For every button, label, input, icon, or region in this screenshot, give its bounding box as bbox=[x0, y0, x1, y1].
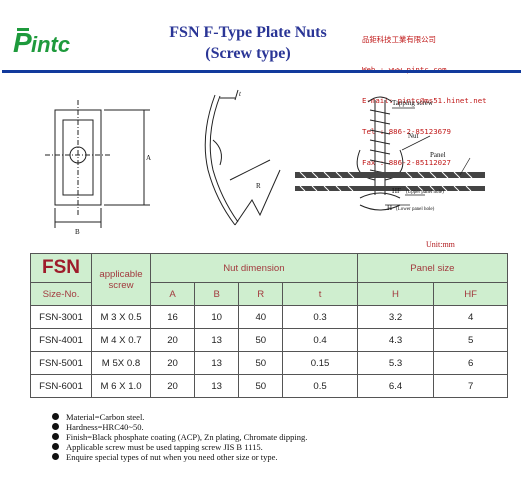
cell-a: 20 bbox=[149, 328, 196, 352]
table-row: FSN-6001 M 6 X 1.0 20 13 50 0.5 6.4 7 bbox=[30, 374, 508, 398]
unit-label: Unit:mm bbox=[426, 240, 455, 249]
cell-a: 20 bbox=[149, 351, 196, 375]
note-text: Material=Carbon steel. bbox=[66, 412, 145, 422]
side-view-drawing bbox=[204, 89, 281, 226]
company-web: Web : www.pintc.com bbox=[362, 65, 487, 75]
col-a-header: A bbox=[149, 282, 196, 306]
dim-label-a: A bbox=[146, 154, 151, 162]
cell-h: 5.3 bbox=[356, 351, 435, 375]
cell-hf: 5 bbox=[433, 328, 508, 352]
cell-b: 13 bbox=[194, 374, 240, 398]
technical-drawings: A B R t Tapping screw Nut Panel HF (Uppe… bbox=[45, 89, 485, 236]
pintc-logo: P intc bbox=[13, 27, 93, 58]
list-item: Material=Carbon steel. bbox=[52, 412, 307, 422]
col-h-header: H bbox=[356, 282, 435, 306]
cell-b: 10 bbox=[194, 305, 240, 329]
table-row: FSN-5001 M 5X 0.8 20 13 50 0.15 5.3 6 bbox=[30, 351, 508, 375]
col-hf-header: HF bbox=[433, 282, 508, 306]
dim-label-b: B bbox=[75, 228, 80, 236]
note-text: Hardness=HRC40~50. bbox=[66, 422, 144, 432]
cell-size-no: FSN-5001 bbox=[30, 351, 92, 375]
bullet-icon bbox=[52, 453, 59, 460]
cell-size-no: FSN-3001 bbox=[30, 305, 92, 329]
cell-t: 0.4 bbox=[282, 328, 358, 352]
panel-size-header: Panel size bbox=[356, 253, 509, 283]
col-b-header: B bbox=[194, 282, 240, 306]
cell-t: 0.5 bbox=[282, 374, 358, 398]
panel-hatch-lines bbox=[299, 171, 473, 192]
cell-r: 40 bbox=[238, 305, 284, 329]
cell-size-no: FSN-4001 bbox=[30, 328, 92, 352]
spec-table: FSN applicable screw Nut dimension Panel… bbox=[30, 253, 509, 398]
label-hf-note: (Upper panel hole) bbox=[406, 190, 444, 195]
screw-header: applicable screw bbox=[91, 253, 151, 306]
nut-dimension-header: Nut dimension bbox=[150, 253, 358, 283]
list-item: Applicable screw must be used tapping sc… bbox=[52, 442, 307, 452]
notes-list: Material=Carbon steel. Hardness=HRC40~50… bbox=[52, 412, 308, 462]
size-no-header: Size-No. bbox=[30, 282, 92, 306]
list-item: Hardness=HRC40~50. bbox=[52, 422, 307, 432]
cell-t: 0.15 bbox=[282, 351, 358, 375]
label-h: H bbox=[387, 204, 392, 212]
list-item: Enquire special types of nut when you ne… bbox=[52, 452, 307, 462]
cell-hf: 7 bbox=[433, 374, 508, 398]
cell-hf: 4 bbox=[433, 305, 508, 329]
table-row: FSN-3001 M 3 X 0.5 16 10 40 0.3 3.2 4 bbox=[30, 305, 508, 329]
front-view-drawing bbox=[45, 100, 150, 228]
col-t-header: t bbox=[282, 282, 358, 306]
label-panel: Panel bbox=[430, 151, 446, 159]
cell-screw: M 5X 0.8 bbox=[91, 351, 151, 375]
cell-h: 4.3 bbox=[356, 328, 435, 352]
label-h-note: (Lower panel hole) bbox=[396, 207, 435, 212]
note-text: Finish=Black phosphate coating (ACP), Zn… bbox=[66, 432, 308, 442]
cell-r: 50 bbox=[238, 351, 284, 375]
company-name: 品鉅科技工業有限公司 bbox=[362, 34, 436, 44]
cell-t: 0.3 bbox=[282, 305, 358, 329]
logo-glyph-p: P bbox=[13, 28, 32, 56]
label-nut: Nut bbox=[408, 132, 419, 140]
dim-label-r: R bbox=[256, 182, 261, 190]
cell-r: 50 bbox=[238, 328, 284, 352]
bullet-icon bbox=[52, 433, 59, 440]
cell-screw: M 4 X 0.7 bbox=[91, 328, 151, 352]
dim-label-t: t bbox=[239, 90, 242, 98]
cell-size-no: FSN-6001 bbox=[30, 374, 92, 398]
assembly-section-drawing bbox=[356, 96, 404, 211]
company-email: E-mail: pintc@ms51.hinet.net bbox=[362, 96, 487, 106]
note-text: Enquire special types of nut when you ne… bbox=[66, 452, 278, 462]
title-line-2: (Screw type) bbox=[205, 45, 291, 62]
cell-screw: M 3 X 0.5 bbox=[91, 305, 151, 329]
table-row: FSN-4001 M 4 X 0.7 20 13 50 0.4 4.3 5 bbox=[30, 328, 508, 352]
cell-h: 6.4 bbox=[356, 374, 435, 398]
col-r-header: R bbox=[238, 282, 284, 306]
list-item: Finish=Black phosphate coating (ACP), Zn… bbox=[52, 432, 308, 442]
cell-hf: 6 bbox=[433, 351, 508, 375]
page-title: FSN F-Type Plate Nuts (Screw type) bbox=[150, 22, 346, 64]
title-line-1: FSN F-Type Plate Nuts bbox=[169, 24, 327, 41]
bullet-icon bbox=[52, 413, 59, 420]
company-tel: Tel : 886-2-85123679 bbox=[362, 127, 451, 137]
header-rule bbox=[2, 70, 521, 73]
cell-r: 50 bbox=[238, 374, 284, 398]
note-text: Applicable screw must be used tapping sc… bbox=[66, 442, 263, 452]
panel-hatch bbox=[295, 172, 485, 191]
series-header: FSN bbox=[30, 253, 92, 283]
cell-screw: M 6 X 1.0 bbox=[91, 374, 151, 398]
label-hf: HF bbox=[392, 187, 401, 195]
bullet-icon bbox=[52, 443, 59, 450]
cell-b: 13 bbox=[194, 328, 240, 352]
cell-h: 3.2 bbox=[356, 305, 435, 329]
company-info: 品鉅科技工業有限公司 Web : www.pintc.com E-mail: p… bbox=[362, 14, 487, 179]
cell-a: 20 bbox=[149, 374, 196, 398]
cell-a: 16 bbox=[149, 305, 196, 329]
bullet-icon bbox=[52, 423, 59, 430]
logo-glyph-intc: intc bbox=[31, 32, 70, 56]
cell-b: 13 bbox=[194, 351, 240, 375]
label-tapping-screw: Tapping screw bbox=[392, 99, 434, 107]
